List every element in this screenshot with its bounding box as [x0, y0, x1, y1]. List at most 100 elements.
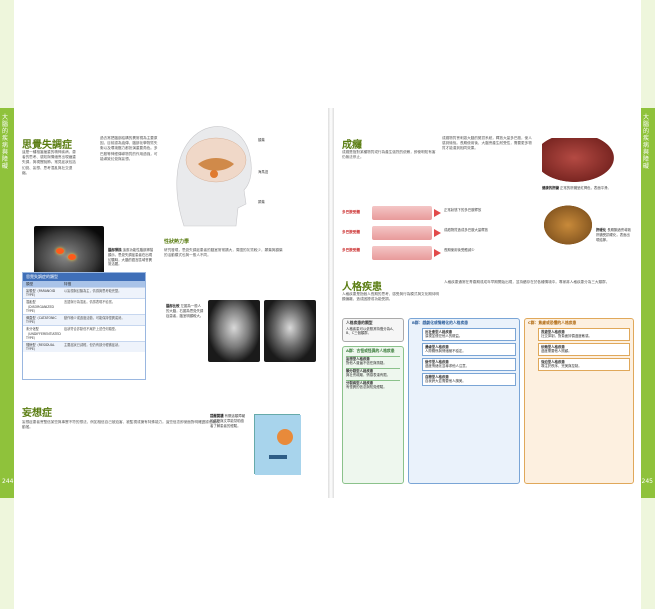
table-header-type: 類型 — [26, 282, 34, 286]
temporal-lobe-caption: 顳葉 — [258, 200, 265, 204]
table-cell: 混亂型（DISORGANIZED TYPE） — [26, 300, 54, 313]
disorder-desc: 自我誇大並需要他人讚美。 — [425, 379, 466, 383]
cluster-a-box: A群：古怪或怪異的人格疾患 妄想型人格疾患對他人普遍不信任與猜疑。 類分裂型人格… — [342, 346, 404, 484]
table-cell: 殘餘型（RESIDUAL TYPE） — [26, 343, 55, 352]
cluster-b-title: B群：戲劇化或情緒化的人格疾患 — [412, 320, 469, 325]
personality-heading: 人格疾患 — [342, 282, 382, 293]
right-chapter-tab: 大腦的疾病與障礙 245 — [641, 108, 655, 498]
disorder-desc: 專注於秩序、完美與控制。 — [541, 364, 582, 368]
disorder-desc: 人際關係與情緒極不穩定。 — [425, 349, 466, 353]
disorder-name: 強迫型人格疾患 — [541, 359, 565, 364]
brain-head-illustration — [176, 126, 252, 227]
arrow-icon — [434, 249, 441, 257]
receptor-flooded — [372, 226, 432, 240]
cluster-c-title: C群：焦慮或恐懼的人格疾患 — [528, 320, 577, 325]
list-item: 妄想型人格疾患對他人普遍不信任與猜疑。 — [346, 355, 400, 366]
table-cell: 僵直型（CATATONIC TYPE） — [26, 316, 57, 325]
table-cell: 未分化型（UNDIFFERENTIATED TYPE） — [26, 327, 61, 340]
delusion-body: 妄想症患者會堅信某些與事實不符的想法，例如相信自己被迫害、被監視或擁有特殊能力。… — [22, 420, 220, 430]
disorder-name: 自戀型人格疾患 — [425, 374, 449, 379]
left-chapter-tab: 大腦的疾病與障礙 244 — [0, 108, 14, 498]
table-cell: 以妄想與幻聽為主，情感與思考較完整。 — [64, 289, 122, 293]
list-item: 分裂病型人格疾患有怪異的信念與知覺經驗。 — [346, 379, 400, 390]
cluster-c-box: C群：焦慮或恐懼的人格疾患 畏避型人格疾患社交抑制，對負面評價過度敏感。 依賴型… — [524, 318, 634, 484]
book-caption-text: 有關這類障礙的書籍與文章能幫助讀者了解患者的經驗。 — [210, 414, 245, 428]
table-row: 殘餘型（RESIDUAL TYPE） 主要症狀已減輕，但仍有部分輕微症狀。 — [23, 341, 145, 353]
receptor-note-3: 長期使用後受體減少 — [444, 248, 475, 252]
table-cell: 症狀符合診斷但不屬於上述任何類型。 — [64, 327, 119, 332]
healthy-liver-caption-text: 正常的肝臟呈紅褐色，表面平滑。 — [560, 186, 611, 190]
right-tab-label: 大腦的疾病與障礙 — [643, 114, 650, 170]
mri-normal-brain-image — [208, 300, 260, 362]
cirrhosis-caption: 肝硬化 長期酗酒會導致肝臟受損硬化，表面出現結節。 — [596, 228, 632, 242]
disorder-name: 邊緣型人格疾患 — [425, 344, 449, 349]
hippocampus-caption: 海馬迴 — [258, 170, 269, 174]
list-item: 自戀型人格疾患自我誇大並需要他人讚美。 — [422, 372, 516, 386]
list-item: 畏避型人格疾患社交抑制，對負面評價過度敏感。 — [538, 327, 630, 341]
schizophrenia-body: 過去常把腦部結構的異常視為主要原因，目前認為遺傳、腦部化學物質失衡以及環境壓力都… — [100, 136, 158, 161]
disorder-name: 分裂病型人格疾患 — [346, 380, 374, 385]
personality-body: 人格疾患通常在青春期或成年早期開始出現，並持續存在於各種情境中。專家將人格疾患分… — [444, 280, 610, 284]
book-caption-title: 提醒閱讀 — [210, 414, 224, 418]
list-item: 反社會型人格疾患漠視並侵犯他人的權益。 — [422, 327, 516, 341]
cirrhosis-caption-text: 長期酗酒會導致肝臟受損硬化，表面出現結節。 — [596, 228, 631, 242]
cluster-intro-box: 人格疾患的類型 人格疾患可以依照其特徵分為A、B、C三個類群。 — [342, 318, 404, 342]
schizophrenia-types-table: 思覺失調症的類型 類型 特徵 妄想型（PARANOID TYPE）以妄想與幻聽為… — [22, 272, 146, 380]
left-page: 思覺失調症 這是一種相當嚴重的精神疾病，患者的思考、感知與情緒會出現嚴重失調，與… — [14, 108, 328, 498]
mri-schizophrenia-brain-image — [264, 300, 316, 362]
list-item: 依賴型人格疾患過度需要他人照顧。 — [538, 342, 630, 356]
cluster-b-box: B群：戲劇化或情緒化的人格疾患 反社會型人格疾患漠視並侵犯他人的權益。 邊緣型人… — [408, 318, 520, 484]
healthy-liver-caption: 健康的肝臟 正常的肝臟呈紅褐色，表面平滑。 — [542, 186, 626, 191]
disorder-desc: 有怪異的信念與知覺經驗。 — [346, 385, 387, 389]
receptor-note-1: 正常狀態下的多巴胺釋放 — [444, 208, 482, 212]
right-page-number: 245 — [641, 478, 653, 485]
book-cover-image — [254, 414, 301, 475]
disorder-name: 妄想型人格疾患 — [346, 356, 370, 361]
table-cell: 主要症狀已減輕，但仍有部分輕微症狀。 — [64, 343, 122, 348]
book-caption: 提醒閱讀 有關這類障礙的書籍與文章能幫助讀者了解患者的經驗。 — [210, 414, 246, 428]
cluster-intro-text: 人格疾患可以依照其特徵分為A、B、C三個類群。 — [346, 326, 396, 336]
addiction-intro: 成癮是指對某種物質或行為產生強烈的依賴，即使明知有害仍無法停止。 — [342, 150, 436, 160]
disorder-name: 反社會型人格疾患 — [425, 329, 453, 334]
cluster-a-title: A群：古怪或怪異的人格疾患 — [346, 348, 395, 353]
disorder-name: 依賴型人格疾患 — [541, 344, 565, 349]
fmri-caption-title: 腦部掃描 — [108, 248, 122, 252]
table-title: 思覺失調症的類型 — [23, 273, 145, 281]
healthy-liver-caption-title: 健康的肝臟 — [542, 186, 559, 190]
table-row: 未分化型（UNDIFFERENTIATED TYPE）症狀符合診斷但不屬於上述任… — [23, 325, 145, 341]
fmri-caption-text: 這張功能性腦部掃描顯示，思覺失調症患者在出現幻聽時，大腦的語言區域會異常活躍。 — [108, 248, 154, 267]
mri-pair-caption-text: 左圖為一般人的大腦，右圖為思覺失調症患者，腦室明顯較大。 — [166, 304, 204, 318]
list-item: 做作型人格疾患過度情緒化並尋求他人注意。 — [422, 357, 516, 371]
disorder-name: 做作型人格疾患 — [425, 359, 449, 364]
right-page: 成癮 成癮是指對某種物質或行為產生強烈的依賴，即使明知有害仍無法停止。 成癮物質… — [334, 108, 640, 498]
table-row: 妄想型（PARANOID TYPE）以妄想與幻聽為主，情感與思考較完整。 — [23, 287, 145, 299]
disorder-name: 類分裂型人格疾患 — [346, 368, 374, 373]
table-row: 僵直型（CATATONIC TYPE） 動作極少或過度活動，可能保持怪異姿勢。 — [23, 314, 145, 326]
receptor-label-2: 多巴胺受體 — [342, 230, 360, 234]
addiction-body: 成癮物質會刺激大腦的獎賞系統，釋放大量多巴胺，使人感到愉悅。長期使用後，大腦會產… — [442, 136, 532, 151]
addiction-heading: 成癮 — [342, 140, 362, 151]
mid-body-text: 研究發現，思覺失調症患者的腦室常常擴大，周圍的灰質較少，顳葉與額葉的活動模式也與… — [164, 248, 283, 258]
mid-subheading: 性狀熱力學 — [164, 239, 190, 245]
table-cell: 動作極少或過度活動，可能保持怪異姿勢。 — [64, 316, 125, 321]
frontal-lobe-caption: 額葉 — [258, 138, 265, 142]
table-cell: 言語與行為混亂，情感表現不恰當。 — [64, 300, 115, 305]
schizophrenia-heading: 思覺失調症 — [22, 140, 72, 151]
book-spine — [328, 108, 334, 498]
mri-pair-caption-title: 腦部比較 — [166, 304, 180, 308]
receptor-label-1: 多巴胺受體 — [342, 210, 360, 214]
arrow-icon — [434, 229, 441, 237]
disorder-desc: 過度情緒化並尋求他人注意。 — [425, 364, 470, 368]
receptor-reduced — [372, 246, 432, 260]
disorder-desc: 與社會疏離，情感表達有限。 — [346, 373, 391, 377]
healthy-liver-image — [542, 138, 614, 182]
schizophrenia-intro: 這是一種相當嚴重的精神疾病，患者的思考、感知與情緒會出現嚴重失調，與現實脫節。常… — [22, 150, 76, 175]
receptor-label-3: 多巴胺受體 — [342, 248, 360, 252]
table-row: 混亂型（DISORGANIZED TYPE） 言語與行為混亂，情感表現不恰當。 — [23, 298, 145, 314]
disorder-desc: 對他人普遍不信任與猜疑。 — [346, 361, 387, 365]
cluster-intro-title: 人格疾患的類型 — [346, 320, 373, 325]
list-item: 強迫型人格疾患專注於秩序、完美與控制。 — [538, 357, 630, 371]
arrow-icon — [434, 209, 441, 217]
disorder-desc: 社交抑制，對負面評價過度敏感。 — [541, 334, 592, 338]
mri-pair-caption: 腦部比較 左圖為一般人的大腦，右圖為思覺失調症患者，腦室明顯較大。 — [166, 304, 204, 318]
